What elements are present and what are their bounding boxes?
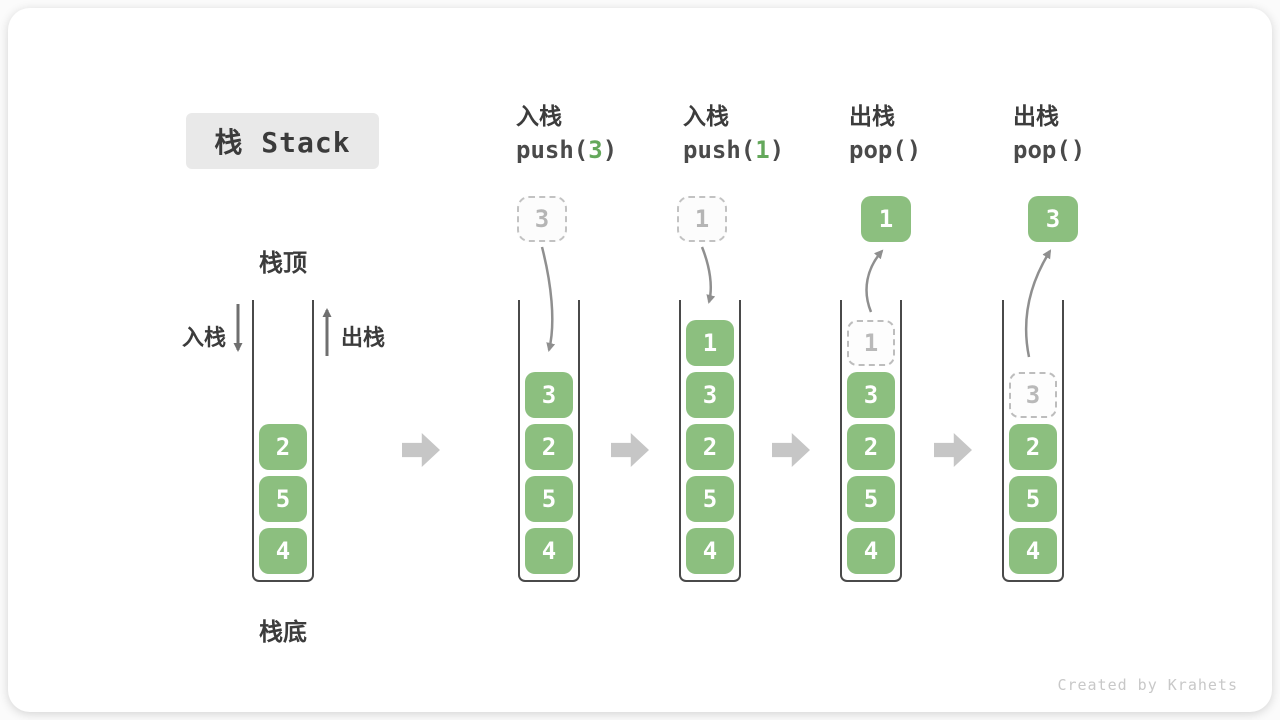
op-name-label: 入栈 bbox=[683, 104, 729, 130]
stack-element: 5 bbox=[259, 476, 307, 522]
stack-element: 2 bbox=[1009, 424, 1057, 470]
stack-element: 4 bbox=[1009, 528, 1057, 574]
stack-top-label: 栈顶 bbox=[259, 249, 307, 277]
op-name-label: 出栈 bbox=[849, 104, 895, 130]
op-label-push-1: 入栈 push(1) bbox=[683, 104, 784, 163]
op-code-label: pop() bbox=[849, 138, 921, 162]
stack-element-ghost: 3 bbox=[1009, 372, 1057, 418]
stack-element: 5 bbox=[525, 476, 573, 522]
stack-element: 2 bbox=[525, 424, 573, 470]
op-name-label: 出栈 bbox=[1013, 104, 1059, 130]
stack-element: 3 bbox=[847, 372, 895, 418]
op-code-text: push( bbox=[516, 136, 589, 164]
pushed-element-box: 1 bbox=[677, 196, 727, 242]
op-code-text: ) bbox=[602, 136, 618, 164]
op-code-label: push(1) bbox=[683, 138, 784, 162]
popped-element-box: 1 bbox=[861, 196, 911, 242]
push-side-label: 入栈 bbox=[181, 326, 226, 351]
stack-element: 3 bbox=[525, 372, 573, 418]
op-label-pop-1: 出栈 pop() bbox=[849, 104, 921, 163]
pop-side-label: 出栈 bbox=[341, 326, 386, 351]
stack-bottom-label: 栈底 bbox=[259, 618, 307, 646]
stack-element: 2 bbox=[686, 424, 734, 470]
op-code-label: pop() bbox=[1013, 138, 1085, 162]
stack-element: 4 bbox=[259, 528, 307, 574]
stack-element: 5 bbox=[686, 476, 734, 522]
stack-element: 4 bbox=[847, 528, 895, 574]
op-code-text: ) bbox=[1070, 136, 1086, 164]
op-name-label: 入栈 bbox=[516, 104, 562, 130]
op-code-text: ) bbox=[769, 136, 785, 164]
stack-element: 2 bbox=[847, 424, 895, 470]
stack-element: 4 bbox=[686, 528, 734, 574]
stack-element: 4 bbox=[525, 528, 573, 574]
op-code-label: push(3) bbox=[516, 138, 617, 162]
title-text: 栈 Stack bbox=[214, 126, 351, 159]
stack-element: 5 bbox=[1009, 476, 1057, 522]
op-code-text: pop( bbox=[849, 136, 907, 164]
op-label-push-3: 入栈 push(3) bbox=[516, 104, 617, 163]
op-code-text: ) bbox=[906, 136, 922, 164]
stack-element: 5 bbox=[847, 476, 895, 522]
popped-element-box: 3 bbox=[1028, 196, 1078, 242]
pushed-element-box: 3 bbox=[517, 196, 567, 242]
stack-element: 1 bbox=[686, 320, 734, 366]
op-code-arg: 1 bbox=[755, 136, 770, 164]
stack-element: 3 bbox=[686, 372, 734, 418]
watermark: Created by Krahets bbox=[1057, 676, 1238, 694]
title-box: 栈 Stack bbox=[186, 113, 379, 169]
op-code-text: push( bbox=[683, 136, 756, 164]
op-code-text: pop( bbox=[1013, 136, 1071, 164]
op-code-arg: 3 bbox=[588, 136, 603, 164]
op-label-pop-3: 出栈 pop() bbox=[1013, 104, 1085, 163]
stack-element: 2 bbox=[259, 424, 307, 470]
stack-element-ghost: 1 bbox=[847, 320, 895, 366]
